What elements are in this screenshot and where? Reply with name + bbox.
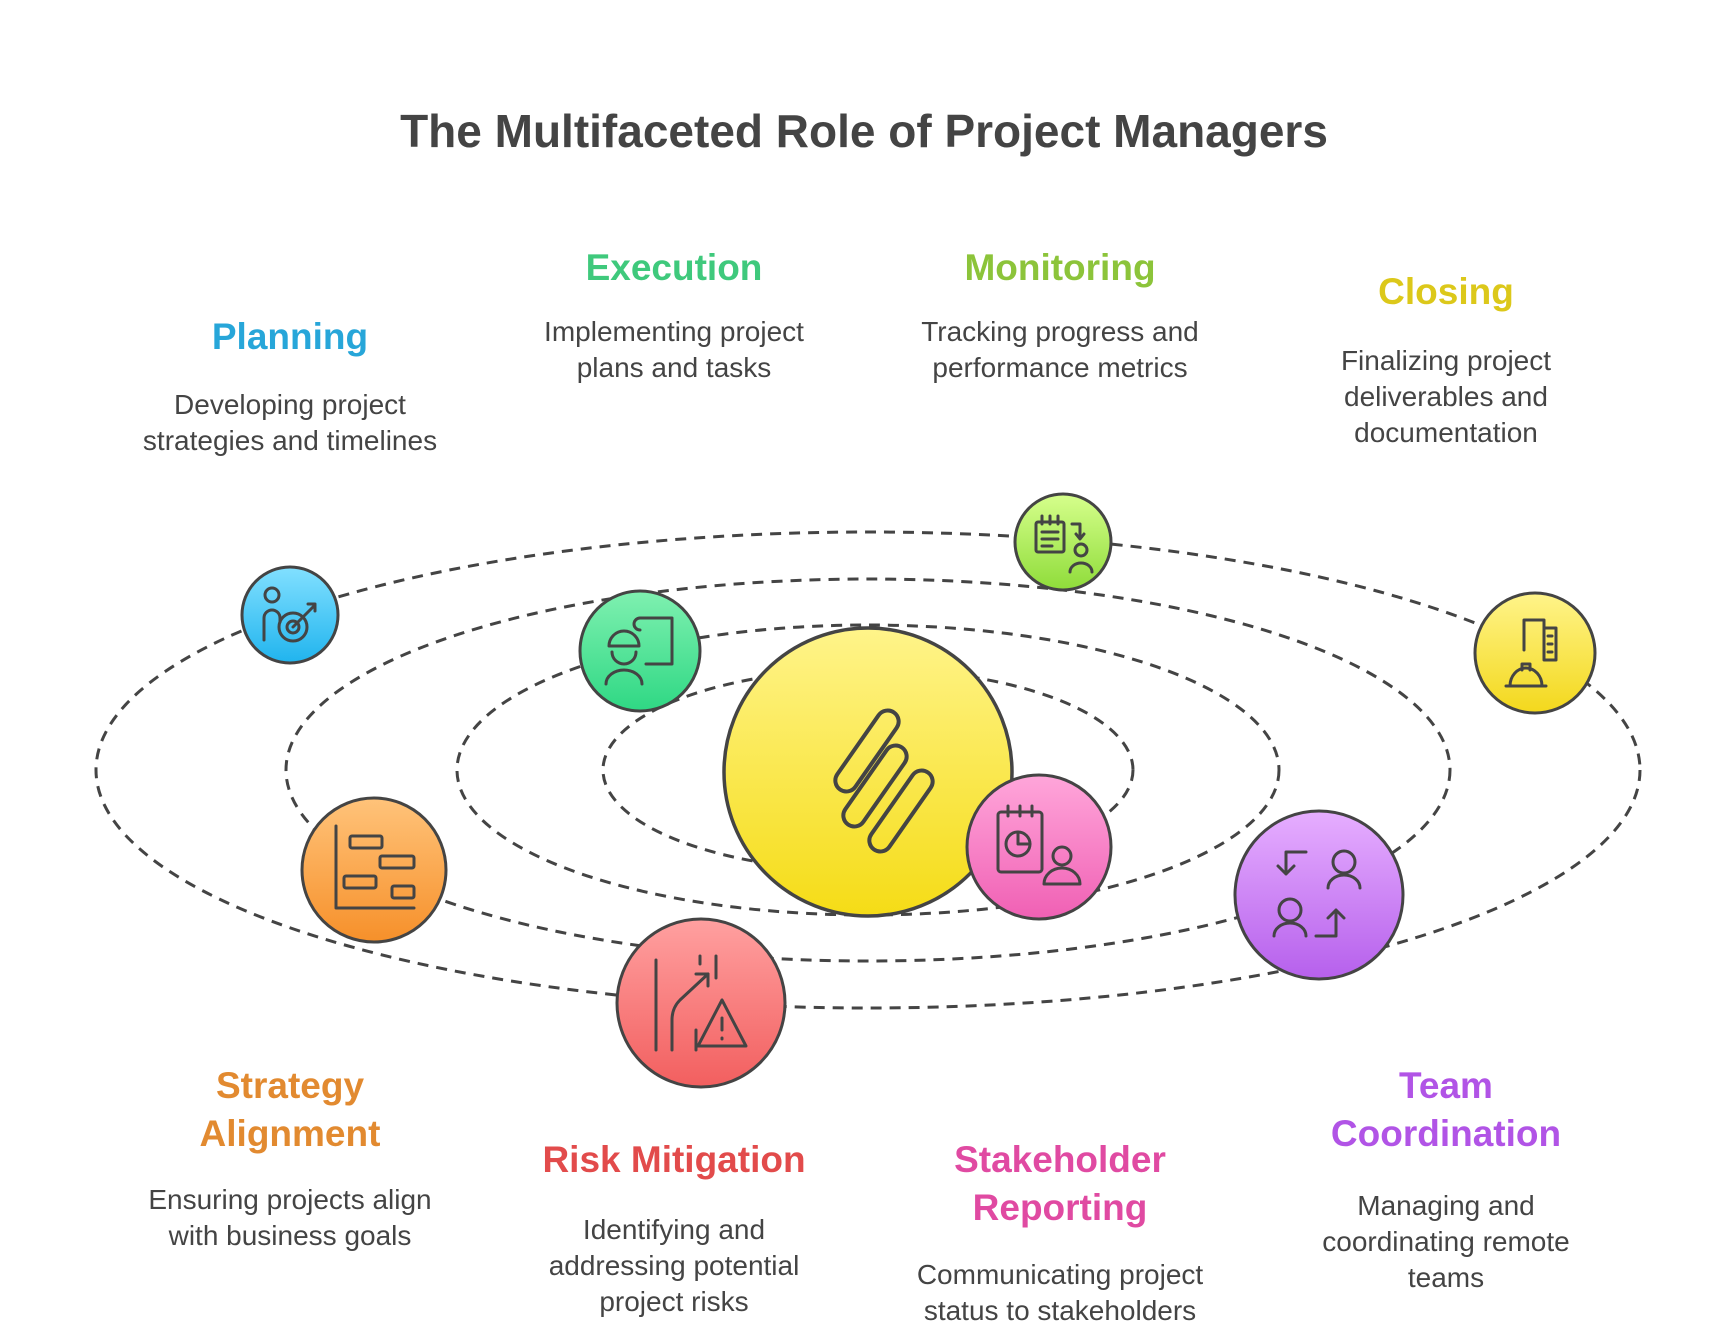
risk-mitigation-node bbox=[615, 917, 787, 1089]
team-coordination-node bbox=[1233, 809, 1405, 981]
strategy-alignment-node bbox=[300, 796, 448, 944]
worker-blueprint-icon bbox=[604, 616, 674, 686]
monitoring-description: Tracking progress and performance metric… bbox=[921, 316, 1199, 383]
closing-description: Finalizing project deliverables and docu… bbox=[1340, 345, 1552, 448]
stakeholder-reporting-label: Stakeholder Reporting bbox=[954, 1139, 1166, 1228]
monitoring-node bbox=[1013, 492, 1113, 592]
report-person-icon bbox=[996, 804, 1082, 886]
team-coordination-circle bbox=[1233, 809, 1405, 981]
strategy-alignment-description: Ensuring projects align with business go… bbox=[148, 1184, 432, 1251]
execution-node bbox=[578, 589, 702, 713]
orbit-outer bbox=[94, 530, 1642, 1010]
orbit-inner bbox=[601, 667, 1135, 873]
road-warning-icon bbox=[654, 954, 748, 1052]
team-coordination-description: Managing and coordinating remote teams bbox=[1322, 1190, 1570, 1293]
stakeholder-reporting-description: Communicating project status to stakehol… bbox=[916, 1259, 1204, 1326]
stakeholder-reporting-node bbox=[965, 773, 1113, 921]
monitoring-label: Monitoring bbox=[964, 247, 1156, 288]
closing-node bbox=[1473, 591, 1597, 715]
checklist-person-icon bbox=[1034, 514, 1094, 574]
center-node bbox=[722, 626, 1014, 918]
orbit-third bbox=[284, 577, 1452, 963]
people-exchange-icon bbox=[1272, 849, 1362, 938]
hardhat-building-icon bbox=[1504, 618, 1558, 688]
planning-circle bbox=[240, 565, 340, 665]
closing-circle bbox=[1473, 591, 1597, 715]
risk-mitigation-description: Identifying and addressing potential pro… bbox=[548, 1214, 800, 1317]
risk-mitigation-label: Risk Mitigation bbox=[542, 1139, 806, 1180]
closing-label: Closing bbox=[1378, 271, 1514, 312]
execution-circle bbox=[578, 589, 702, 713]
person-target-icon bbox=[262, 586, 317, 643]
team-coordination-label: Team Coordination bbox=[1330, 1065, 1562, 1154]
risk-mitigation-circle bbox=[615, 917, 787, 1089]
gantt-chart-icon bbox=[334, 824, 416, 910]
strategy-alignment-circle bbox=[300, 796, 448, 944]
planning-description: Developing project strategies and timeli… bbox=[142, 389, 438, 456]
planning-label: Planning bbox=[211, 316, 369, 357]
strategy-alignment-label: Strategy Alignment bbox=[199, 1065, 381, 1154]
planning-node bbox=[240, 565, 340, 665]
project-pipes-icon bbox=[833, 708, 935, 854]
execution-description: Implementing project plans and tasks bbox=[544, 316, 804, 383]
stakeholder-reporting-circle bbox=[965, 773, 1113, 921]
execution-label: Execution bbox=[585, 247, 763, 288]
diagram-title: The Multifaceted Role of Project Manager… bbox=[400, 105, 1328, 157]
